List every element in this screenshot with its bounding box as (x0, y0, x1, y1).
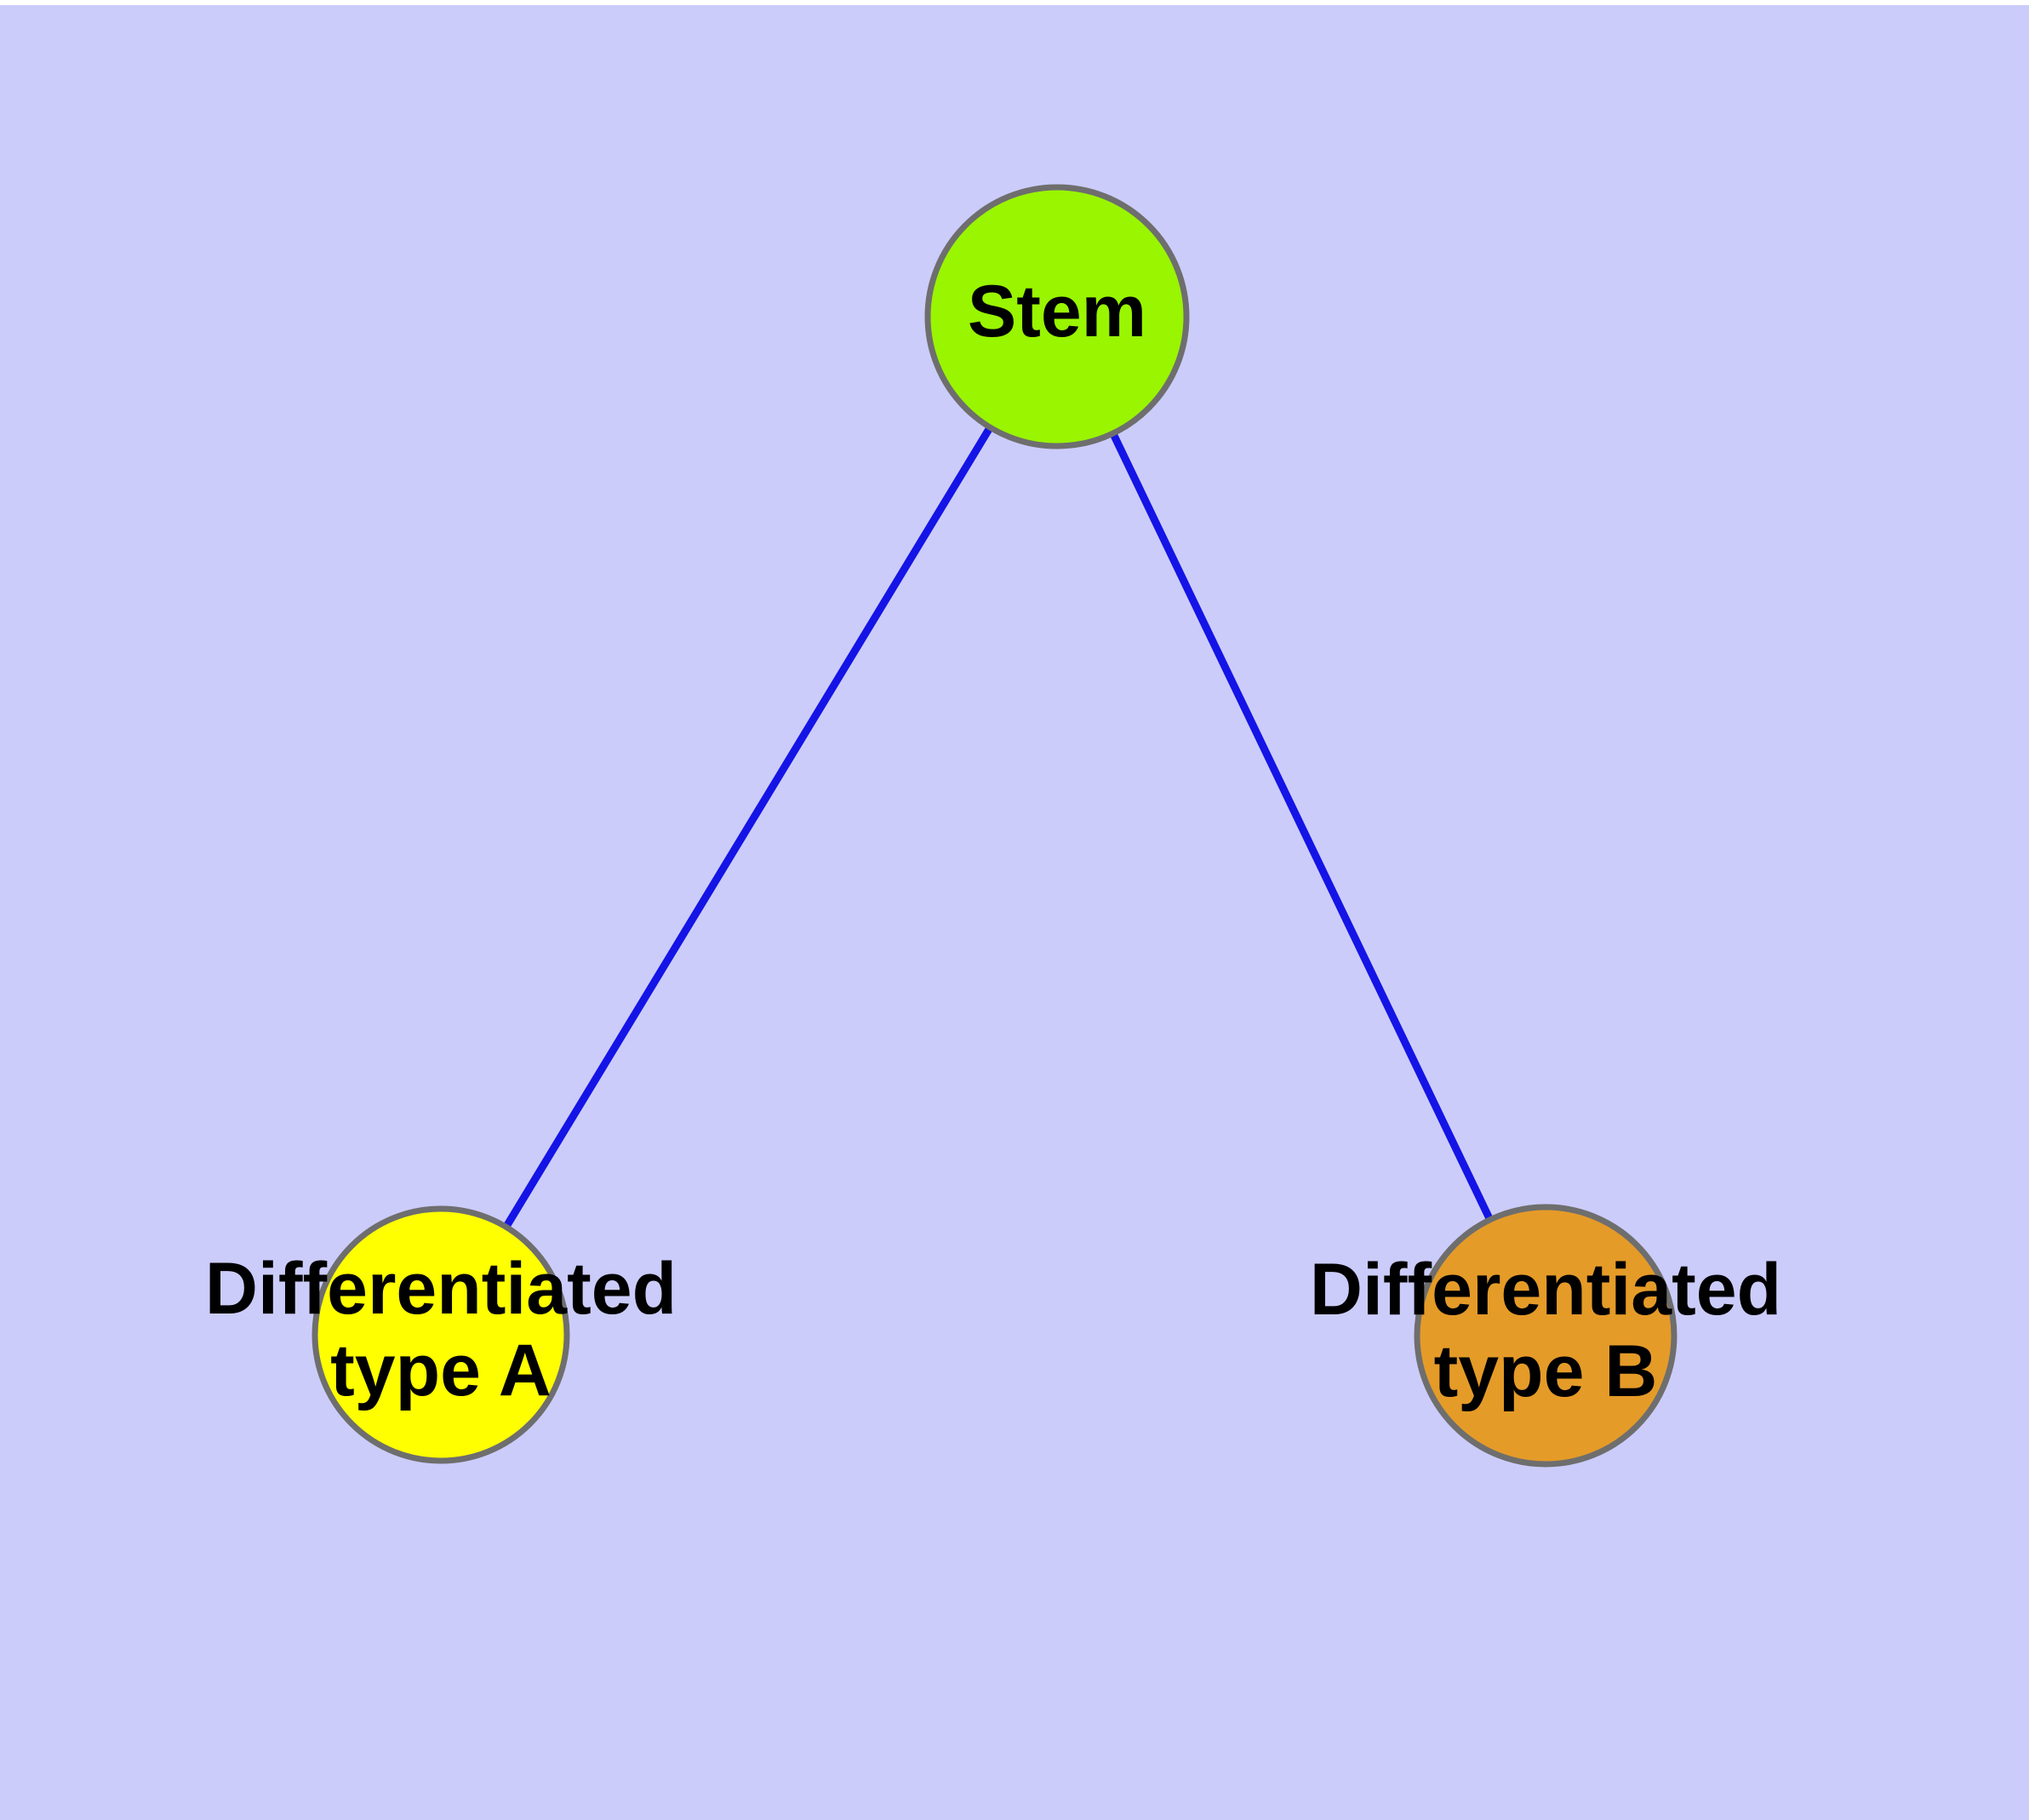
node-differentiated-type-a-circle[interactable] (311, 1205, 570, 1464)
edge-stem-to-differentiated-type-b[interactable] (1110, 432, 1493, 1220)
node-stem[interactable] (924, 184, 1190, 449)
node-stem-label: Stem (968, 271, 1146, 352)
node-layer (311, 184, 1677, 1468)
node-stem-circle[interactable] (924, 184, 1190, 449)
edge-layer (503, 426, 1493, 1228)
node-differentiated-type-b-circle[interactable] (1414, 1204, 1677, 1468)
node-differentiated-type-a[interactable] (311, 1205, 570, 1464)
edge-stem-to-differentiated-type-a[interactable] (503, 426, 993, 1228)
node-differentiated-type-b[interactable] (1414, 1204, 1677, 1468)
